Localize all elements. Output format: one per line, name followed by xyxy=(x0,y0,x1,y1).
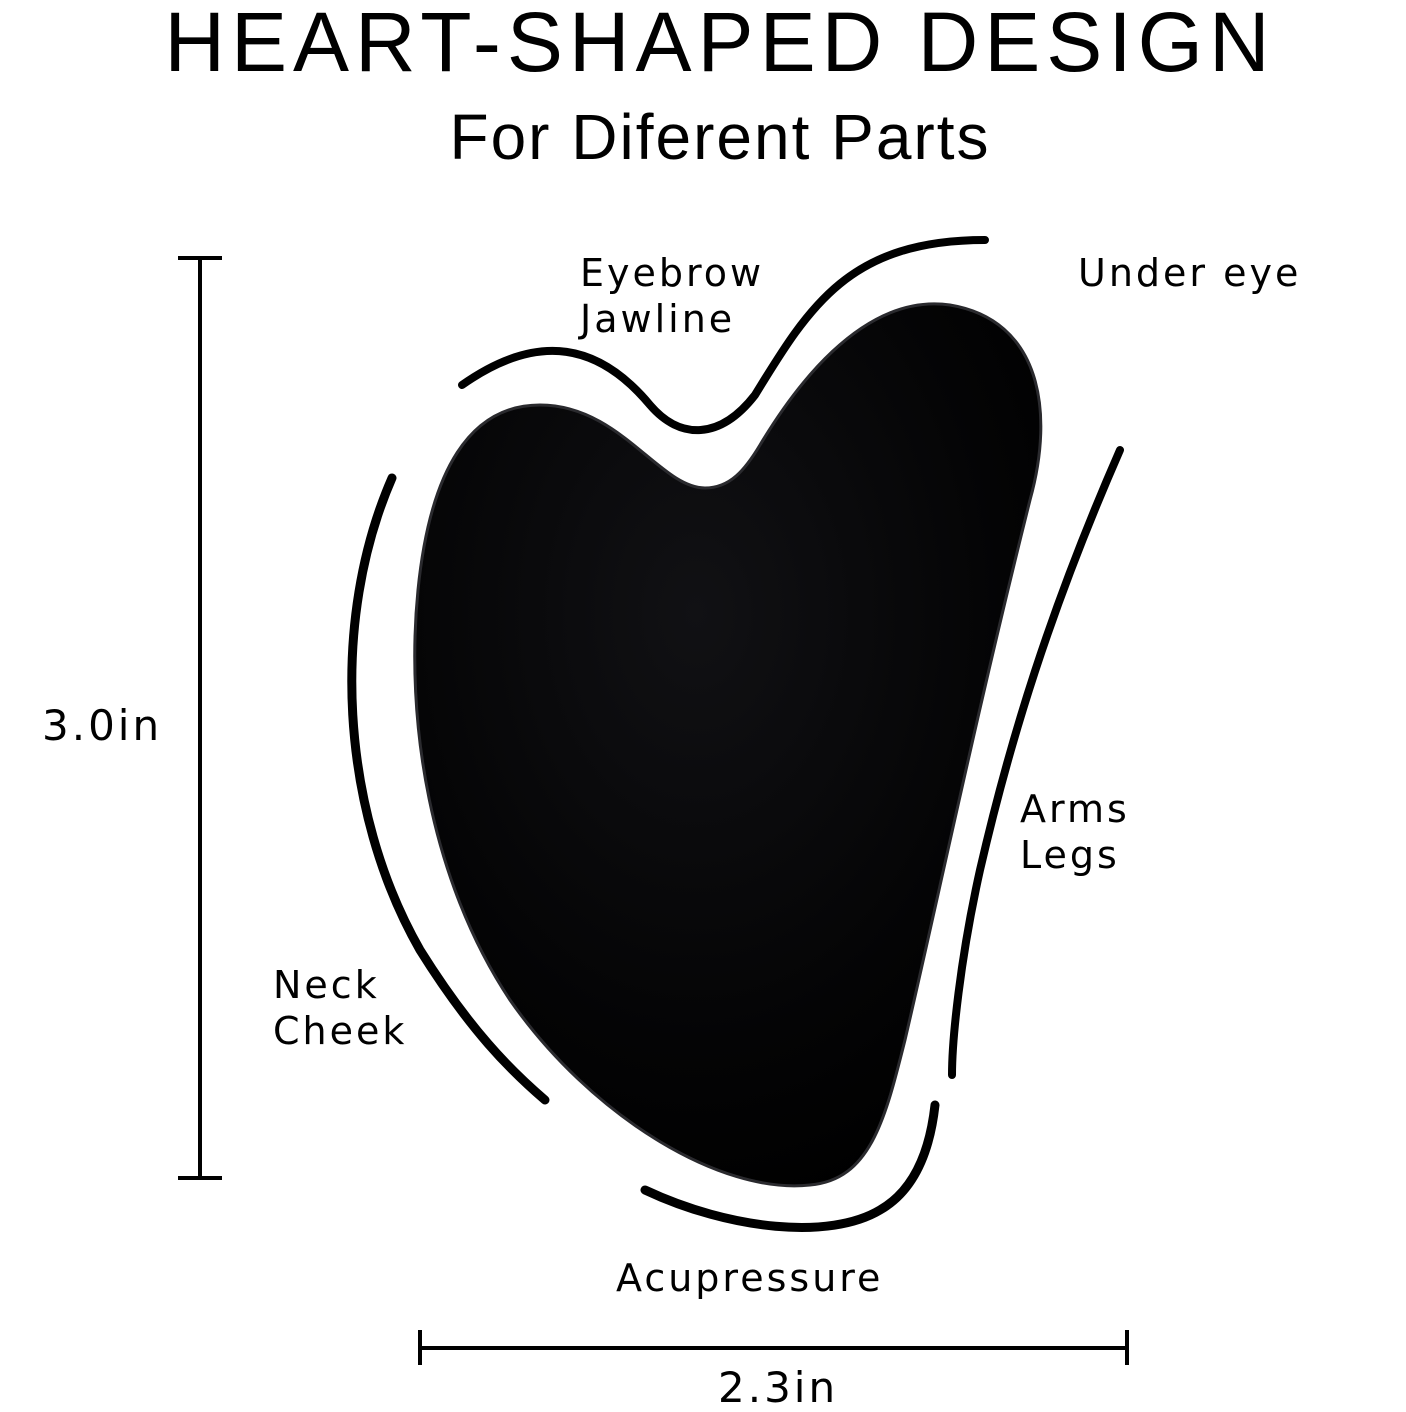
outline-right xyxy=(948,446,1124,1079)
label-neck-cheek: Neck Cheek xyxy=(273,963,408,1053)
page-title: HEART-SHAPED DESIGN xyxy=(164,0,1276,89)
height-dimension-line xyxy=(178,256,222,1180)
width-dimension-line xyxy=(418,1330,1129,1365)
height-value: 3.0in xyxy=(42,701,163,750)
label-acupressure: Acupressure xyxy=(616,1256,884,1300)
label-under-eye: Under eye xyxy=(1078,251,1302,295)
outline-bottom xyxy=(640,1100,940,1232)
page-subtitle: For Diferent Parts xyxy=(449,101,991,173)
outline-eyebrow xyxy=(458,236,989,434)
label-eyebrow-jawline: Eyebrow Jawline xyxy=(580,251,765,341)
width-value: 2.3in xyxy=(718,1363,839,1412)
gua-sha-stone xyxy=(413,302,1043,1188)
label-arms-legs: Arms Legs xyxy=(1020,787,1130,877)
outline-left xyxy=(347,473,550,1105)
